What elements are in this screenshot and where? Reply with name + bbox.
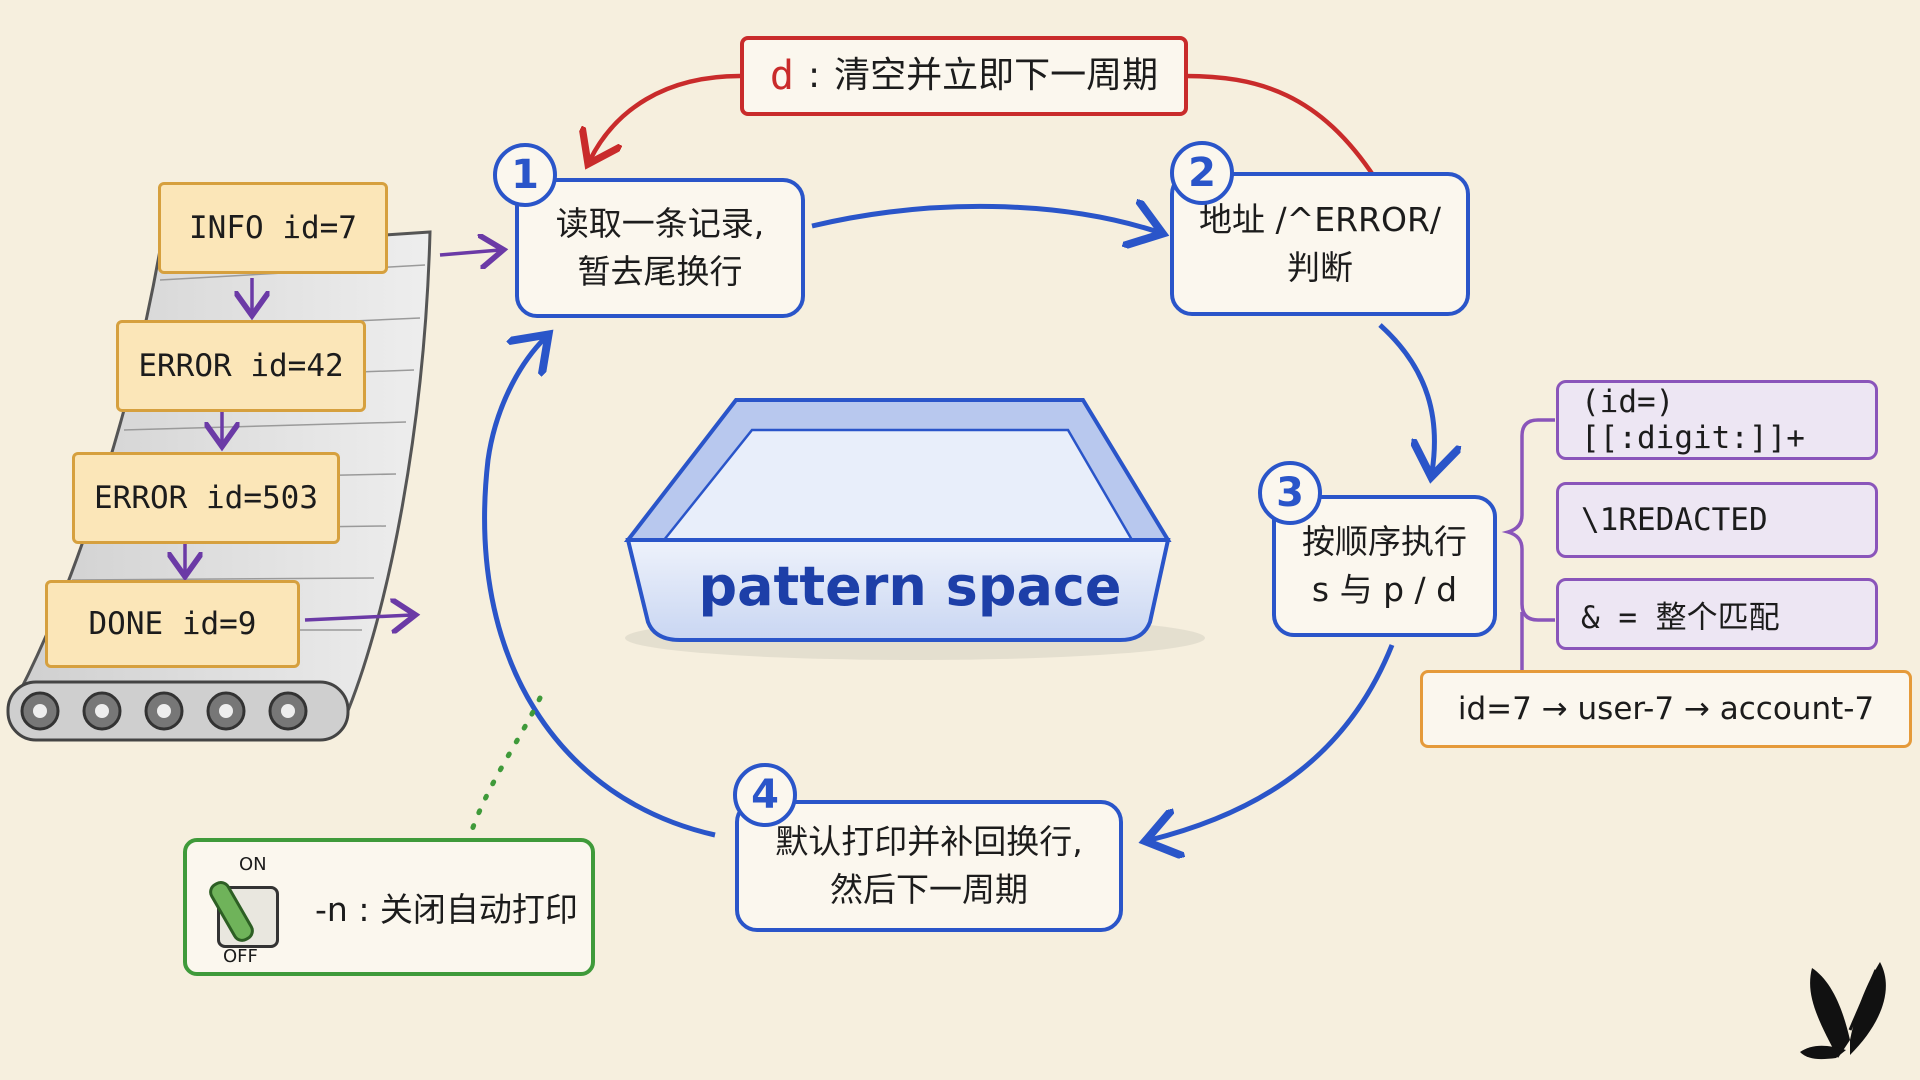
butterfly-icon [1800,962,1886,1060]
d-description: 清空并立即下一周期 [834,54,1159,96]
step-3-badge: 3 [1258,461,1322,525]
toggle-switch-icon: ON OFF [205,854,289,967]
arrow-step4-to-step1 [482,338,716,838]
example-transform-chain: id=7 → user-7 → account-7 [1420,670,1912,748]
n-switch-connector [469,695,543,833]
record-error-503: ERROR id=503 [72,452,340,544]
step-4-box: 默认打印并补回换行, 然后下一周期 [735,800,1123,932]
step-1-badge: 1 [493,143,557,207]
record-done-9: DONE id=9 [45,580,300,668]
pattern-space-tray [623,398,1205,660]
regex-bracket [1501,418,1555,622]
arrow-step3-to-step4 [1150,644,1395,840]
n-option-box: ON OFF -n : 关闭自动打印 [183,838,595,976]
step-4-badge: 4 [733,763,797,827]
step-2-badge: 2 [1170,141,1234,205]
arrow-step2-to-step3 [1378,323,1434,472]
output-arrow [304,615,412,620]
d-flag: d [769,53,794,99]
step-2-line-2: 判断 [1287,248,1353,287]
step-1-line-2: 暂去尾换行 [577,252,743,291]
step-3-line-1: 按顺序执行 [1302,522,1467,562]
input-arrow [439,250,500,255]
step-2-line-1: 地址 /^ERROR/ [1199,200,1441,240]
regex-pattern: (id=)[[:digit:]]+ [1556,380,1878,460]
d-separator: : [807,54,821,96]
n-option-text: -n : 关闭自动打印 [315,890,578,929]
record-info-7: INFO id=7 [158,182,388,274]
step-3-box: 按顺序执行 s 与 p / d [1272,495,1497,637]
d-command-note: d : 清空并立即下一周期 [740,36,1188,116]
switch-off-label: OFF [223,946,258,967]
step-3-line-2: s 与 p / d [1311,570,1458,609]
regex-replacement: \1REDACTED [1556,482,1878,558]
step-1-line-1: 读取一条记录, [555,204,765,244]
pattern-space-label: pattern space [698,555,1122,618]
regex-ampersand-note: & = 整个匹配 [1556,578,1878,650]
arrow-step1-to-step2 [811,206,1158,232]
step-4-line-1: 默认打印并补回换行, [775,822,1083,862]
record-error-42: ERROR id=42 [116,320,366,412]
step-4-line-2: 然后下一周期 [830,870,1028,909]
step-1-box: 读取一条记录, 暂去尾换行 [515,178,805,318]
switch-on-label: ON [239,854,267,875]
